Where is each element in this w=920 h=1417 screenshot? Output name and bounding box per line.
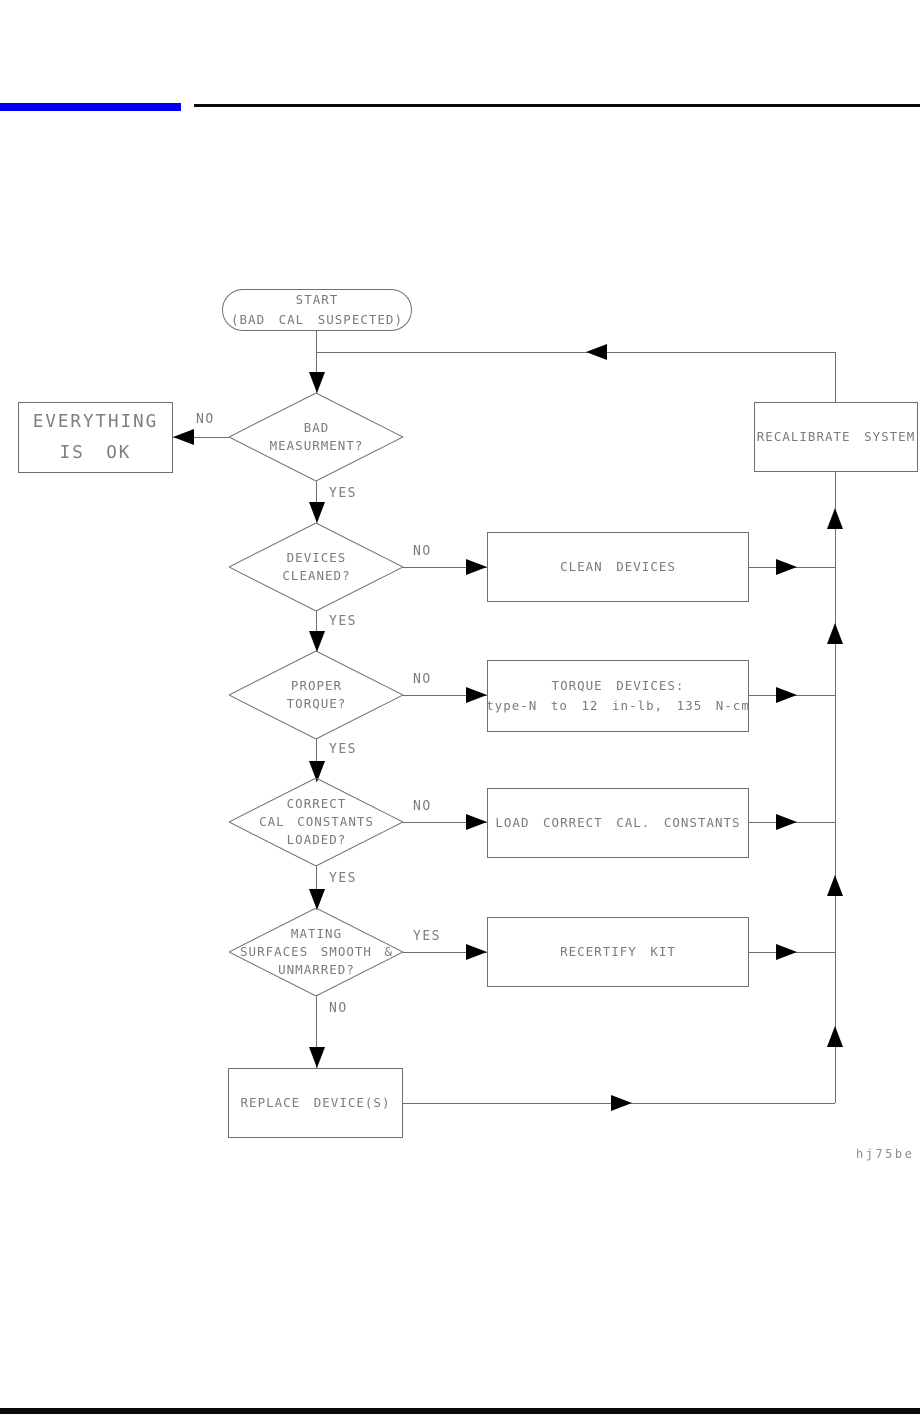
arrowhead-right-icon (611, 1095, 632, 1111)
action-label: CLEAN DEVICES (560, 559, 676, 574)
connector-line (316, 865, 317, 910)
action-label: LOAD CORRECT CAL. CONSTANTS (495, 815, 741, 830)
decision-label: LOADED? (286, 832, 347, 848)
action-clean-devices: CLEAN DEVICES (487, 532, 749, 602)
connector-line (316, 738, 317, 782)
start-node: START (BAD CAL SUSPECTED) (222, 289, 412, 331)
decision-label: UNMARRED? (278, 962, 355, 978)
decision-label: CORRECT (286, 795, 347, 811)
branch-label-no: NO (329, 1001, 348, 1016)
connector-line (403, 822, 487, 823)
arrowhead-right-icon (776, 944, 797, 960)
action-label: RECALIBRATE SYSTEM (756, 429, 916, 444)
action-label: EVERYTHING (32, 411, 159, 432)
branch-label-yes: YES (329, 614, 357, 629)
arrowhead-left-icon (586, 344, 607, 360)
connector-line (835, 472, 836, 1103)
decision-label: BAD (303, 419, 330, 435)
start-node-sublabel: (BAD CAL SUSPECTED) (231, 312, 403, 327)
figure-code: hj75be (856, 1147, 915, 1161)
branch-label-yes: YES (329, 742, 357, 757)
arrowhead-down-icon (309, 631, 325, 652)
branch-label-no: NO (413, 672, 432, 687)
connector-line (835, 352, 836, 402)
decision-cal-constants-loaded: CORRECT CAL CONSTANTS LOADED? (229, 778, 404, 866)
decision-label: TORQUE? (286, 696, 347, 711)
decision-label: CAL CONSTANTS (259, 813, 374, 829)
arrowhead-down-icon (309, 761, 325, 782)
arrowhead-left-icon (173, 429, 194, 445)
arrowhead-down-icon (309, 1047, 325, 1068)
arrowhead-down-icon (309, 889, 325, 910)
decision-bad-measurement: BAD MEASURMENT? (229, 393, 404, 481)
branch-label-no: NO (413, 799, 432, 814)
connector-line (172, 437, 229, 438)
connector-line (403, 567, 487, 568)
arrowhead-right-icon (776, 559, 797, 575)
arrowhead-down-icon (309, 502, 325, 523)
decision-devices-cleaned: DEVICES CLEANED? (229, 523, 404, 611)
action-label: RECERTIFY KIT (560, 944, 676, 959)
action-everything-ok: EVERYTHING IS OK (18, 402, 173, 473)
arrowhead-right-icon (466, 687, 487, 703)
connector-line (403, 695, 487, 696)
arrowhead-up-icon (827, 508, 843, 529)
connector-line (403, 952, 487, 953)
header-rule (194, 104, 920, 107)
decision-label: PROPER (290, 677, 343, 693)
decision-label: MATING (290, 925, 343, 941)
arrowhead-up-icon (827, 1026, 843, 1047)
action-load-cal-constants: LOAD CORRECT CAL. CONSTANTS (487, 788, 749, 858)
arrowhead-right-icon (776, 814, 797, 830)
start-node-label: START (295, 292, 339, 307)
action-torque-devices: TORQUE DEVICES: type-N to 12 in-lb, 135 … (486, 660, 750, 732)
connector-line (316, 352, 835, 353)
arrowhead-right-icon (466, 814, 487, 830)
header-accent-bar (0, 103, 181, 111)
decision-mating-surfaces: MATING SURFACES SMOOTH & UNMARRED? (229, 908, 404, 996)
connector-line (316, 331, 317, 393)
branch-label-yes: YES (329, 486, 357, 501)
arrowhead-right-icon (466, 559, 487, 575)
branch-label-yes: YES (413, 929, 441, 944)
footer-rule (0, 1408, 920, 1414)
connector-line (316, 995, 317, 1068)
branch-label-no: NO (196, 412, 215, 427)
action-sublabel: type-N to 12 in-lb, 135 N-cm (486, 698, 750, 713)
action-recalibrate-system: RECALIBRATE SYSTEM (754, 402, 918, 472)
decision-proper-torque: PROPER TORQUE? (229, 651, 404, 739)
decision-label: SURFACES SMOOTH & (240, 943, 393, 959)
action-label: TORQUE DEVICES: (551, 678, 685, 693)
decision-label: MEASURMENT? (269, 438, 364, 453)
action-label: REPLACE DEVICE(S) (240, 1095, 391, 1110)
arrowhead-right-icon (466, 944, 487, 960)
decision-label: CLEANED? (282, 568, 351, 583)
arrowhead-right-icon (776, 687, 797, 703)
arrowhead-up-icon (827, 623, 843, 644)
branch-label-yes: YES (329, 871, 357, 886)
action-recertify-kit: RECERTIFY KIT (487, 917, 749, 987)
action-replace-devices: REPLACE DEVICE(S) (228, 1068, 403, 1138)
arrowhead-down-icon (309, 372, 325, 393)
decision-label: DEVICES (286, 549, 347, 565)
action-label: IS OK (59, 442, 132, 463)
branch-label-no: NO (413, 544, 432, 559)
arrowhead-up-icon (827, 875, 843, 896)
